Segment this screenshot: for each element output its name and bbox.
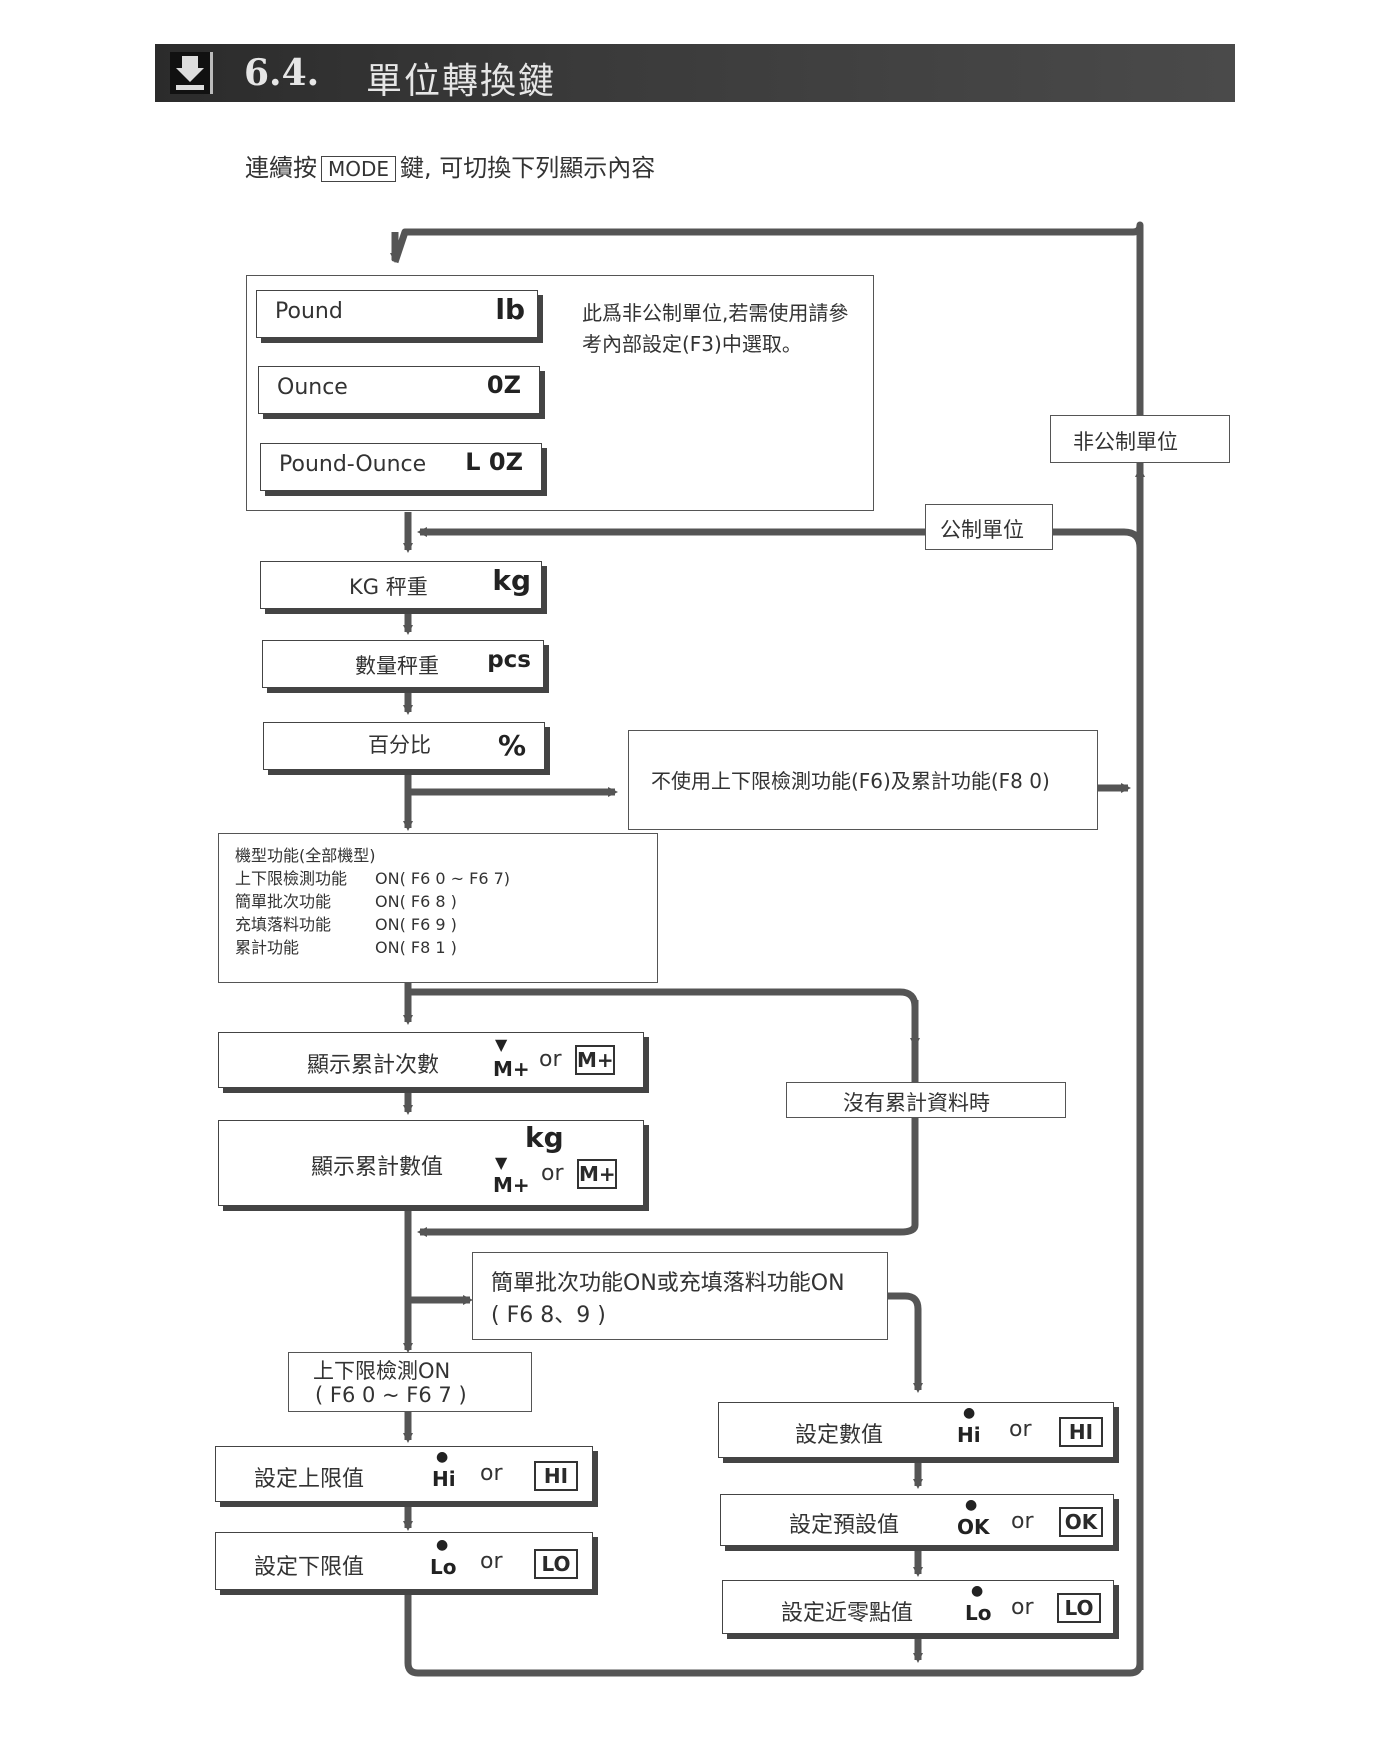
set-value-display: HI xyxy=(1059,1417,1103,1447)
batch-condition-line2: ( F6 8、9 ) xyxy=(491,1303,606,1328)
set-upper-limit-indicator: Hi xyxy=(432,1467,456,1491)
pound-unit: lb xyxy=(495,293,525,326)
function-name-4: 累計功能 xyxy=(235,938,300,957)
count-weighing-label: 數量秤重 xyxy=(355,654,439,678)
pound-ounce-unit: L 0Z xyxy=(465,448,523,476)
pound-ounce-label: Pound-Ounce xyxy=(279,452,427,477)
set-lower-limit-box[interactable]: 設定下限值 Lo ● or LO xyxy=(215,1532,593,1590)
light-indicator-icon: ● xyxy=(971,1583,984,1599)
function-name-1: 上下限檢測功能 xyxy=(235,869,348,888)
pound-unit-box[interactable]: Pound lb xyxy=(256,290,538,338)
section-header-bar xyxy=(155,44,1235,102)
set-preset-indicator: OK xyxy=(957,1515,990,1539)
function-value-1: ON( F6 0 ~ F6 7) xyxy=(375,869,511,888)
ounce-label: Ounce xyxy=(277,375,348,400)
set-upper-limit-display: HI xyxy=(534,1461,578,1491)
set-near-zero-indicator: Lo xyxy=(965,1601,992,1625)
accum-count-label: 顯示累計次數 xyxy=(307,1053,440,1078)
set-lower-limit-display: LO xyxy=(534,1549,578,1579)
section-number: 6.4. xyxy=(244,52,320,94)
set-preset-display: OK xyxy=(1059,1507,1103,1537)
metric-label: 公制單位 xyxy=(940,518,1024,542)
light-indicator-icon: ▼ xyxy=(495,1035,508,1054)
accum-value-box[interactable]: 顯示累計數值 kg M+ ▼ or M+ xyxy=(218,1120,644,1206)
nonmetric-note: 此爲非公制單位,若需使用請參考內部設定(F3)中選取。 xyxy=(582,301,849,356)
model-functions-title: 機型功能(全部機型) xyxy=(235,846,376,865)
set-preset-or: or xyxy=(1011,1509,1034,1534)
limit-condition-line2: ( F6 0 ~ F6 7 ) xyxy=(315,1383,467,1407)
metric-label-box: 公制單位 xyxy=(925,504,1053,550)
ounce-unit-box[interactable]: Ounce 0Z xyxy=(258,366,540,414)
accum-value-or: or xyxy=(541,1161,564,1186)
no-functions-label: 不使用上下限檢測功能(F6)及累計功能(F8 0) xyxy=(651,769,1050,793)
function-name-2: 簡單批次功能 xyxy=(235,892,332,911)
set-preset-label: 設定預設值 xyxy=(789,1513,900,1538)
accum-value-display: M+ xyxy=(577,1159,617,1189)
section-title: 單位轉換鍵 xyxy=(366,61,557,102)
pound-ounce-unit-box[interactable]: Pound-Ounce L 0Z xyxy=(260,443,542,491)
kg-weighing-label: KG 秤重 xyxy=(349,575,428,599)
model-functions-box: 機型功能(全部機型) 上下限檢測功能 ON( F6 0 ~ F6 7) 簡單批次… xyxy=(218,833,658,983)
kg-unit: kg xyxy=(492,564,531,597)
kg-weighing-box[interactable]: KG 秤重 kg xyxy=(260,561,542,609)
no-data-box: 沒有累計資料時 xyxy=(786,1082,1066,1118)
accum-kg-unit: kg xyxy=(525,1121,564,1154)
set-value-indicator: Hi xyxy=(957,1423,981,1447)
download-arrow-icon xyxy=(170,52,213,94)
accum-value-indicator: M+ xyxy=(493,1173,530,1197)
batch-condition-line1: 簡單批次功能ON或充填落料功能ON xyxy=(491,1271,845,1296)
limit-condition-box: 上下限檢測ON ( F6 0 ~ F6 7 ) xyxy=(288,1352,532,1412)
ounce-unit: 0Z xyxy=(486,371,521,399)
light-indicator-icon: ● xyxy=(963,1405,976,1421)
set-value-label: 設定數值 xyxy=(795,1423,884,1448)
no-data-label: 沒有累計資料時 xyxy=(843,1091,990,1115)
set-upper-limit-or: or xyxy=(480,1461,503,1486)
accum-count-display: M+ xyxy=(575,1045,615,1075)
no-functions-box: 不使用上下限檢測功能(F6)及累計功能(F8 0) xyxy=(628,730,1098,830)
mode-key: MODE xyxy=(321,156,397,182)
set-near-zero-or: or xyxy=(1011,1595,1034,1620)
set-lower-limit-indicator: Lo xyxy=(430,1555,457,1579)
function-value-4: ON( F8 1 ) xyxy=(375,938,457,957)
set-lower-limit-or: or xyxy=(480,1549,503,1574)
light-indicator-icon: ● xyxy=(436,1537,449,1553)
set-value-or: or xyxy=(1009,1417,1032,1442)
accum-value-label: 顯示累計數值 xyxy=(311,1155,444,1180)
set-lower-limit-label: 設定下限值 xyxy=(254,1555,365,1580)
light-indicator-icon: ● xyxy=(965,1497,978,1513)
pcs-unit: pcs xyxy=(487,647,531,673)
pound-label: Pound xyxy=(275,299,343,324)
set-near-zero-display: LO xyxy=(1057,1593,1101,1623)
light-indicator-icon: ▼ xyxy=(495,1153,508,1172)
light-indicator-icon: ● xyxy=(436,1449,449,1465)
percent-label: 百分比 xyxy=(368,733,431,757)
accum-count-indicator: M+ xyxy=(493,1057,530,1081)
accum-count-or: or xyxy=(539,1047,562,1072)
intro-before: 連續按 xyxy=(245,154,317,182)
percent-box[interactable]: 百分比 % xyxy=(263,722,545,770)
function-value-2: ON( F6 8 ) xyxy=(375,892,457,911)
nonmetric-label-box: 非公制單位 xyxy=(1050,415,1230,463)
set-near-zero-box[interactable]: 設定近零點值 Lo ● or LO xyxy=(722,1580,1114,1634)
intro-after: 鍵, 可切換下列顯示內容 xyxy=(400,154,656,182)
accum-count-box[interactable]: 顯示累計次數 M+ ▼ or M+ xyxy=(218,1032,644,1088)
function-name-3: 充填落料功能 xyxy=(235,915,332,934)
count-weighing-box[interactable]: 數量秤重 pcs xyxy=(262,640,544,688)
set-preset-box[interactable]: 設定預設值 OK ● or OK xyxy=(720,1494,1114,1546)
set-near-zero-label: 設定近零點值 xyxy=(781,1601,914,1626)
nonmetric-label: 非公制單位 xyxy=(1073,430,1178,454)
function-value-3: ON( F6 9 ) xyxy=(375,915,457,934)
limit-condition-line1: 上下限檢測ON xyxy=(313,1359,451,1383)
set-upper-limit-box[interactable]: 設定上限值 Hi ● or HI xyxy=(215,1446,593,1502)
batch-condition-box: 簡單批次功能ON或充填落料功能ON ( F6 8、9 ) xyxy=(472,1252,888,1340)
set-value-box[interactable]: 設定數值 Hi ● or HI xyxy=(718,1402,1114,1458)
set-upper-limit-label: 設定上限值 xyxy=(254,1467,365,1492)
percent-unit: % xyxy=(497,729,526,762)
